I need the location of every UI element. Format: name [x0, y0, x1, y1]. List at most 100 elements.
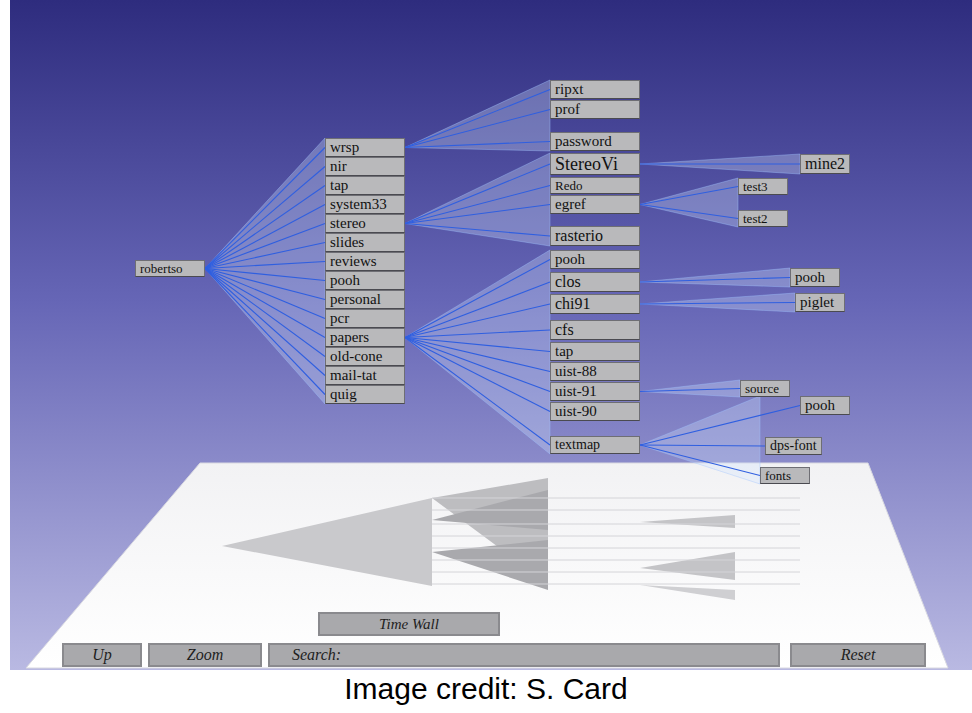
- node-label: piglet: [800, 295, 834, 310]
- tree-link: [205, 269, 325, 338]
- tree-link: [405, 260, 550, 338]
- node-label: mail-tat: [330, 368, 377, 383]
- tree-node-box: Redo: [550, 177, 640, 194]
- node-label: Time Wall: [379, 617, 439, 632]
- tree-link: [405, 224, 550, 237]
- node-label: test2: [743, 212, 768, 225]
- tree-node-box: slides: [325, 233, 405, 252]
- tree-node-box: egref: [550, 195, 640, 214]
- tree-node-box: wrsp: [325, 138, 405, 157]
- node-label: prof: [555, 102, 580, 117]
- tree-node-box: test2: [738, 210, 788, 227]
- node-label: test3: [743, 180, 768, 193]
- tree-link: [205, 269, 325, 319]
- tree-link: [205, 167, 325, 269]
- node-label: system33: [330, 197, 387, 212]
- tree-node-box: textmap: [550, 436, 640, 454]
- tree-link: [205, 186, 325, 269]
- tree-node-box: papers: [325, 328, 405, 347]
- tree-link: [205, 224, 325, 269]
- tree-node-box: uist-90: [550, 402, 640, 421]
- node-label: pcr: [330, 311, 349, 326]
- node-label: password: [555, 134, 612, 149]
- tree-node-box: rasterio: [550, 226, 640, 246]
- tree-link: [405, 282, 550, 338]
- tree-link: [405, 338, 550, 446]
- image-caption: Image credit: S. Card: [0, 672, 972, 705]
- cone-fan: [205, 138, 325, 404]
- sky-backdrop: [10, 0, 972, 670]
- node-label: tap: [330, 178, 348, 193]
- tree-node-box: pooh: [550, 250, 640, 269]
- node-label: fonts: [765, 469, 791, 482]
- tree-node-box: prof: [550, 100, 640, 119]
- tree-link: [405, 110, 550, 148]
- floor-shadow: [222, 478, 800, 600]
- node-label: cfs: [555, 322, 574, 338]
- control-button: Search:: [268, 643, 780, 667]
- node-label: egref: [555, 197, 586, 212]
- tree-node-box: cfs: [550, 320, 640, 340]
- tree-link: [405, 330, 550, 338]
- tree-node-box: quig: [325, 385, 405, 404]
- tree-node-box: stereo: [325, 214, 405, 233]
- tree-link: [640, 389, 740, 392]
- node-label: uist-88: [555, 364, 597, 379]
- cone-fan: [640, 178, 738, 227]
- tree-link: [205, 243, 325, 269]
- tree-node-box: personal: [325, 290, 405, 309]
- tree-node-box: source: [740, 380, 790, 397]
- node-label: papers: [330, 330, 369, 345]
- tree-link: [405, 338, 550, 372]
- tree-node-box: fonts: [760, 467, 810, 484]
- tree-node-box: chi91: [550, 294, 640, 314]
- tree-link: [640, 163, 800, 164]
- node-label: clos: [555, 274, 581, 290]
- floor-plane: [26, 463, 948, 668]
- node-label: personal: [330, 292, 381, 307]
- tree-link: [405, 338, 550, 412]
- node-label: robertso: [140, 262, 183, 275]
- tree-link: [205, 205, 325, 269]
- node-label: wrsp: [330, 140, 359, 155]
- tree-node-box: StereoVi: [550, 153, 640, 175]
- tree-link: [405, 186, 550, 224]
- node-label: textmap: [555, 438, 600, 452]
- control-button: Zoom: [148, 643, 262, 667]
- tree-link: [640, 445, 760, 476]
- tree-node-box: pooh: [800, 396, 850, 415]
- tree-link: [405, 142, 550, 148]
- tree-node-box: tap: [550, 342, 640, 361]
- node-label: tap: [555, 344, 573, 359]
- tree-node-box: test3: [738, 178, 788, 195]
- node-label: chi91: [555, 296, 591, 312]
- tree-node-box: mail-tat: [325, 366, 405, 385]
- node-label: nir: [330, 159, 347, 174]
- tree-link: [405, 338, 550, 392]
- tree-link: [405, 338, 550, 352]
- tree-node-box: ripxt: [550, 80, 640, 99]
- tree-link: [205, 269, 325, 357]
- tree-link: [205, 269, 325, 376]
- control-button: Time Wall: [318, 612, 500, 636]
- node-label: pooh: [795, 270, 825, 285]
- node-label: source: [745, 382, 779, 395]
- cone-fan: [405, 80, 550, 151]
- node-label: uist-91: [555, 384, 597, 399]
- node-label: Up: [92, 647, 112, 663]
- node-label: mine2: [805, 156, 845, 172]
- tree-node-box: pcr: [325, 309, 405, 328]
- node-label: slides: [330, 235, 364, 250]
- tree-node-box: clos: [550, 272, 640, 292]
- tree-node-box: system33: [325, 195, 405, 214]
- node-label: Zoom: [187, 647, 223, 663]
- cone-fan: [405, 250, 550, 454]
- tree-node-box: reviews: [325, 252, 405, 271]
- cone-fan: [405, 153, 550, 246]
- tree-node-box: dps-font: [765, 437, 822, 455]
- tree-node-box: pooh: [325, 271, 405, 290]
- tree-link: [405, 90, 550, 148]
- tree-link: [640, 303, 795, 305]
